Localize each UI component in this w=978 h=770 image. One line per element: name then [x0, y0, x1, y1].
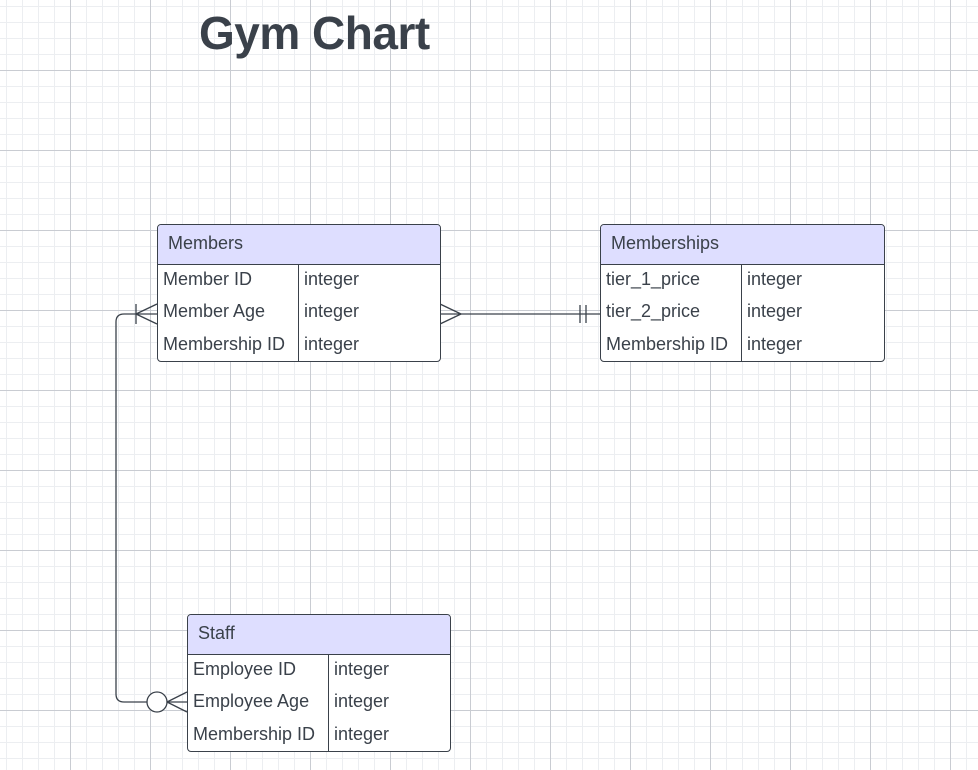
- field-name: Membership ID: [606, 333, 729, 354]
- field-row[interactable]: Employee ID integer: [188, 656, 450, 688]
- field-row[interactable]: Membership ID integer: [188, 721, 450, 751]
- entity-header: Staff: [188, 615, 450, 655]
- crows-foot-many-icon: [439, 313, 462, 325]
- entity-header: Members: [158, 225, 440, 265]
- field-name: Member ID: [163, 269, 253, 289]
- field-type: integer: [304, 301, 360, 322]
- entity-fields: Member ID integer Member Age integer Mem…: [158, 265, 440, 361]
- field-type: integer: [334, 691, 390, 712]
- crows-foot-many-icon: [166, 691, 188, 703]
- field-row[interactable]: Membership ID integer: [601, 331, 884, 361]
- entity-staff[interactable]: Staff Employee ID integer Employee Age i…: [187, 614, 451, 752]
- members-staff-relationship[interactable]: [115, 303, 188, 713]
- field-type: integer: [334, 659, 390, 679]
- field-type: integer: [304, 269, 360, 289]
- field-type: integer: [304, 333, 360, 354]
- entity-fields: Employee ID integer Employee Age integer…: [188, 655, 450, 751]
- crows-foot-many-icon: [439, 303, 462, 315]
- entity-members[interactable]: Members Member ID integer Member Age int…: [157, 224, 441, 362]
- field-row[interactable]: Employee Age integer: [188, 688, 450, 720]
- crows-foot-many-icon: [135, 313, 158, 325]
- crows-foot-many-icon: [166, 701, 188, 713]
- zero-circle-icon: [146, 691, 168, 713]
- field-type: integer: [747, 301, 803, 322]
- crows-foot-many-icon: [135, 303, 158, 315]
- field-type: integer: [747, 269, 803, 289]
- diagram-title: Gym Chart: [199, 7, 430, 59]
- field-name: Membership ID: [163, 333, 286, 354]
- relationship-line: [115, 313, 157, 703]
- field-name: Membership ID: [193, 723, 316, 744]
- field-row[interactable]: Member Age integer: [158, 298, 440, 330]
- entity-memberships[interactable]: Memberships tier_1_price integer tier_2_…: [600, 224, 885, 362]
- field-name: tier_1_price: [606, 269, 701, 289]
- field-type: integer: [747, 333, 803, 354]
- field-row[interactable]: tier_1_price integer: [601, 266, 884, 298]
- field-type: integer: [334, 723, 390, 744]
- field-name: Employee Age: [193, 691, 310, 712]
- field-name: Employee ID: [193, 659, 297, 679]
- field-row[interactable]: tier_2_price integer: [601, 298, 884, 330]
- field-name: tier_2_price: [606, 301, 701, 322]
- members-memberships-relationship[interactable]: [439, 303, 600, 325]
- field-row[interactable]: Member ID integer: [158, 266, 440, 298]
- field-row[interactable]: Membership ID integer: [158, 331, 440, 361]
- field-name: Member Age: [163, 301, 266, 322]
- entity-header: Memberships: [601, 225, 884, 265]
- entity-fields: tier_1_price integer tier_2_price intege…: [601, 265, 884, 361]
